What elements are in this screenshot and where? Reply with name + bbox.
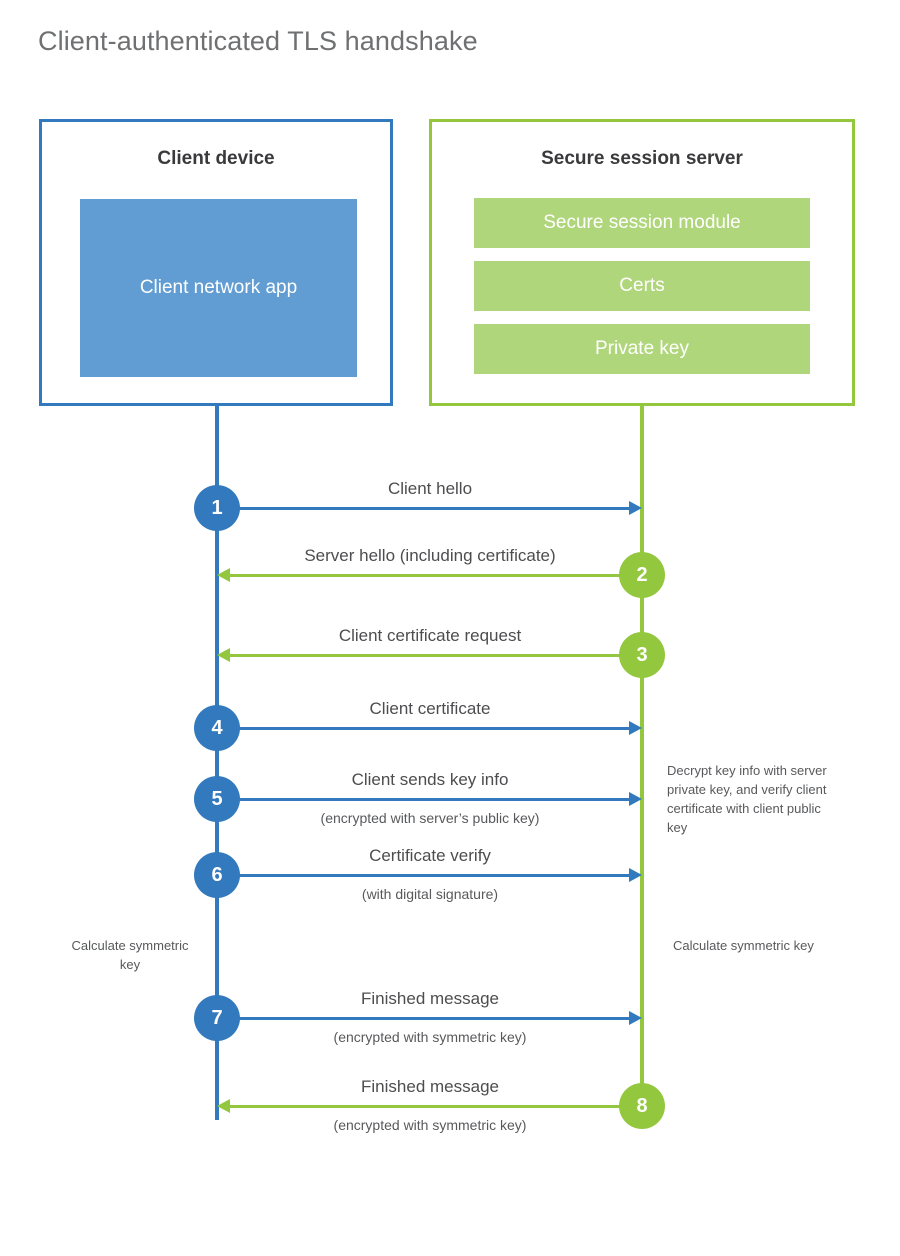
- step-6-arrow-head-icon: [629, 868, 642, 882]
- server-lifeline: [640, 406, 644, 1106]
- step-5-badge: 5: [194, 776, 240, 822]
- step-2-arrow-head-icon: [217, 568, 230, 582]
- step-1-arrow-head-icon: [629, 501, 642, 515]
- client-lifeline: [215, 406, 219, 1120]
- step-4-badge: 4: [194, 705, 240, 751]
- step-5-label: Client sends key info: [351, 770, 509, 789]
- step-7-badge: 7: [194, 995, 240, 1041]
- step-1-arrow-line: [217, 507, 631, 510]
- client-network-app-block: Client network app: [80, 199, 357, 377]
- page-title: Client-authenticated TLS handshake: [38, 26, 478, 56]
- step-6-badge: 6: [194, 852, 240, 898]
- step-3-arrow-line: [228, 654, 642, 657]
- step-8-label: Finished message: [361, 1077, 499, 1096]
- step-3-arrow-head-icon: [217, 648, 230, 662]
- step-5-arrow-head-icon: [629, 792, 642, 806]
- step-8-arrow-line: [228, 1105, 642, 1108]
- step-8-sublabel: (encrypted with symmetric key): [333, 1117, 527, 1133]
- step-3-badge: 3: [619, 632, 665, 678]
- step-2-badge: 2: [619, 552, 665, 598]
- step-8-badge: 8: [619, 1083, 665, 1129]
- step-6-label: Certificate verify: [369, 846, 491, 865]
- step-6-arrow-line: [217, 874, 631, 877]
- server-decrypt-note: Decrypt key info with server private key…: [667, 763, 827, 835]
- step-5-sublabel: (encrypted with server’s public key): [320, 810, 540, 826]
- client-calculate-symmetric-key-note: Calculate symmetric key: [71, 938, 189, 972]
- server-block-label: Secure session module: [543, 212, 741, 233]
- client-device-title: Client device: [157, 148, 275, 169]
- step-1-label: Client hello: [387, 479, 473, 498]
- step-3-label: Client certificate request: [338, 626, 522, 645]
- secure-session-server-title: Secure session server: [541, 148, 743, 169]
- step-4-label: Client certificate: [369, 699, 491, 718]
- step-2-label: Server hello (including certificate): [304, 546, 556, 565]
- step-1-badge: 1: [194, 485, 240, 531]
- step-6-sublabel: (with digital signature): [361, 886, 499, 902]
- step-8-arrow-head-icon: [217, 1099, 230, 1113]
- step-5-arrow-line: [217, 798, 631, 801]
- client-device-box: Client device Client network app: [39, 119, 393, 406]
- step-7-arrow-head-icon: [629, 1011, 642, 1025]
- step-4-arrow-head-icon: [629, 721, 642, 735]
- server-block-certs: Certs: [474, 261, 810, 311]
- secure-session-server-box: Secure session server Secure session mod…: [429, 119, 855, 406]
- step-7-arrow-line: [217, 1017, 631, 1020]
- server-block-label: Certs: [619, 275, 665, 296]
- step-7-label: Finished message: [361, 989, 499, 1008]
- step-7-sublabel: (encrypted with symmetric key): [333, 1029, 527, 1045]
- step-4-arrow-line: [217, 727, 631, 730]
- client-network-app-label: Client network app: [139, 277, 298, 299]
- server-block-label: Private key: [595, 338, 689, 359]
- server-block-secure-session-module: Secure session module: [474, 198, 810, 248]
- step-2-arrow-line: [228, 574, 642, 577]
- server-calculate-symmetric-key-note: Calculate symmetric key: [673, 938, 814, 953]
- server-block-private-key: Private key: [474, 324, 810, 374]
